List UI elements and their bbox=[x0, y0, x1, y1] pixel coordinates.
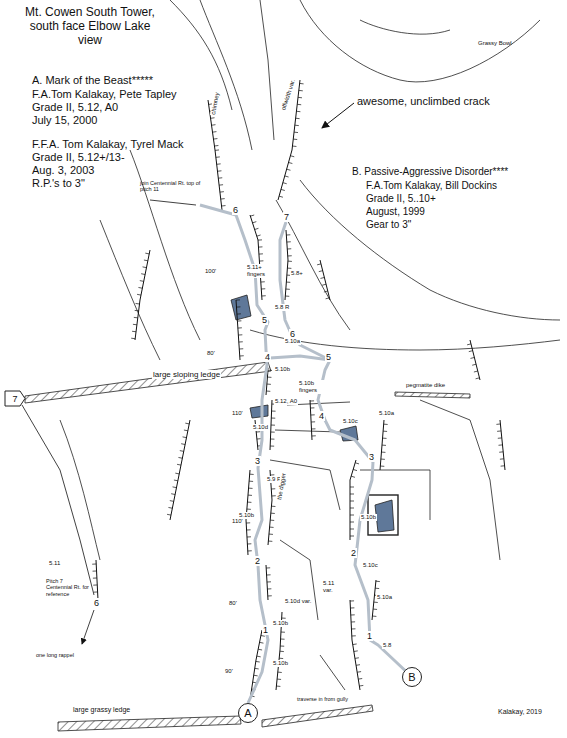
label: 6 bbox=[232, 205, 239, 215]
label: 1 bbox=[262, 625, 269, 635]
label: join Centennial Rt. top of pitch 11 bbox=[140, 180, 202, 193]
label: 5.10b bbox=[272, 620, 289, 627]
node-text: B bbox=[408, 671, 415, 683]
rock-block bbox=[231, 295, 394, 532]
label: 6 bbox=[93, 598, 100, 608]
label: 100' bbox=[204, 268, 217, 275]
label: 5.11 bbox=[48, 560, 61, 567]
label: offwidth var. bbox=[280, 78, 297, 112]
label: 5.8 bbox=[382, 642, 392, 649]
label: 5.10a bbox=[284, 338, 301, 345]
label: 110' bbox=[231, 518, 244, 525]
route-start-circle: B bbox=[402, 667, 422, 687]
label: 5.10a bbox=[378, 410, 395, 417]
label: 2 bbox=[254, 556, 261, 566]
label: 5 bbox=[325, 352, 332, 362]
label: traverse in from gully bbox=[296, 696, 349, 702]
label: July 15, 2000 bbox=[32, 114, 97, 127]
label: 5.10b fingers bbox=[298, 380, 326, 394]
label: B. Passive-Aggressive Disorder**** bbox=[352, 166, 508, 178]
label: 5.10b bbox=[360, 514, 377, 521]
label: 5.11 var. bbox=[322, 580, 346, 594]
label: F.A.Tom Kalakay, Pete Tapley bbox=[32, 88, 177, 101]
label: 80' bbox=[206, 350, 216, 357]
label: large grassy ledge bbox=[72, 706, 131, 714]
rock-outline bbox=[60, 0, 560, 690]
label: 5.8 R bbox=[274, 304, 290, 311]
route-start-circle: A bbox=[238, 703, 258, 723]
node-text: A bbox=[244, 707, 251, 719]
centennial-line bbox=[22, 200, 196, 644]
label: R.P.'s to 3" bbox=[32, 177, 85, 190]
label: Kalakay, 2019 bbox=[498, 708, 542, 716]
label: 5.10c bbox=[342, 418, 359, 425]
label: 3 bbox=[254, 456, 261, 466]
label: F.A.Tom Kalakay, Bill Dockins bbox=[366, 180, 497, 192]
label: Grade II, 5..10+ bbox=[366, 193, 436, 205]
label: August, 1999 bbox=[366, 206, 425, 218]
label: 1 bbox=[366, 631, 373, 641]
label: 5.10b bbox=[272, 660, 289, 667]
label: Grade II, 5.12+/13- bbox=[32, 151, 125, 164]
route-line bbox=[200, 205, 412, 703]
label: chimney bbox=[210, 91, 221, 116]
label: 90' bbox=[224, 668, 234, 675]
label: one long rappel bbox=[36, 652, 74, 658]
label: 5.10b bbox=[274, 366, 291, 373]
label: 110' bbox=[231, 410, 244, 417]
label: A. Mark of the Beast***** bbox=[32, 74, 153, 87]
label: 5.10a bbox=[376, 594, 393, 601]
label: 3 bbox=[368, 452, 375, 462]
label: Pitch 7 Centennial Rt. for reference bbox=[46, 578, 90, 597]
label: awesome, unclimbed crack bbox=[357, 95, 490, 108]
label: 80' bbox=[228, 600, 238, 607]
label: 5.10c bbox=[362, 562, 379, 569]
label: 7 bbox=[283, 212, 290, 222]
label: Aug. 3, 2003 bbox=[32, 164, 94, 177]
belay-marker: 7 bbox=[4, 390, 26, 407]
label: 5 bbox=[261, 315, 268, 325]
label: pegmatite dike bbox=[405, 382, 446, 389]
ledge bbox=[25, 362, 470, 731]
label: 4 bbox=[318, 411, 325, 421]
label: 5.8+ bbox=[290, 270, 304, 277]
label: 5.10d bbox=[252, 424, 269, 431]
title: Mt. Cowen South Tower, south face Elbow … bbox=[20, 6, 160, 47]
leader-line bbox=[322, 103, 354, 128]
label: Grade II, 5.12, A0 bbox=[32, 101, 118, 114]
label: 2 bbox=[350, 548, 357, 558]
label: F.F.A. Tom Kalakay, Tyrel Mack bbox=[32, 138, 184, 151]
label: 5.11+ fingers bbox=[246, 264, 274, 278]
label: 5.12, A0 bbox=[274, 398, 298, 405]
node-text: 7 bbox=[12, 394, 17, 404]
label: 5.10d var. bbox=[284, 598, 312, 605]
label: Gear to 3" bbox=[366, 219, 411, 231]
label: 4 bbox=[264, 352, 271, 362]
label: 5.10b bbox=[238, 512, 255, 519]
label: Grassy Bowl bbox=[478, 40, 512, 47]
label: large sloping ledge bbox=[152, 370, 221, 379]
